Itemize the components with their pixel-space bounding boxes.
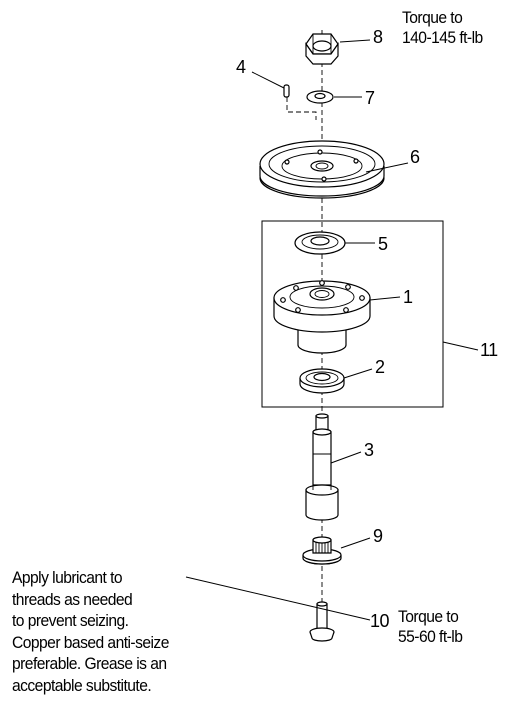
- seal-part: [294, 231, 346, 255]
- leader-1: [369, 296, 401, 301]
- bearing-part: [299, 368, 345, 394]
- leader-10: [185, 576, 371, 621]
- splined-hub-part: [302, 536, 342, 565]
- torque-note-bottom-line2: 55-60 ft-lb: [398, 627, 463, 646]
- leader-8: [339, 39, 371, 43]
- key-part: [283, 84, 317, 120]
- spindle-shaft-part: [305, 413, 339, 521]
- part-number-3: 3: [364, 440, 374, 460]
- part-number-8: 8: [373, 27, 383, 47]
- torque-note-top-line2: 140-145 ft-lb: [402, 28, 483, 47]
- torque-note-top: Torque to 140-145 ft-lb: [402, 8, 483, 48]
- bolt-part: [309, 601, 335, 642]
- pulley-part: [259, 140, 385, 199]
- leader-6: [365, 162, 409, 173]
- leader-11: [442, 341, 479, 351]
- assembly-group-box: [261, 220, 444, 408]
- lubricant-note-line: Copper based anti-seize: [12, 632, 169, 652]
- part-number-10: 10: [370, 611, 390, 631]
- part-number-6: 6: [410, 147, 420, 167]
- lubricant-note: Apply lubricant to threads as needed to …: [12, 567, 169, 696]
- part-number-4: 4: [236, 57, 246, 77]
- hex-nut-part: [305, 33, 339, 65]
- part-number-7: 7: [365, 88, 375, 108]
- torque-note-bottom: Torque to 55-60 ft-lb: [398, 607, 463, 647]
- torque-note-top-line1: Torque to: [402, 8, 463, 27]
- leader-3: [330, 451, 362, 464]
- lubricant-note-line: preferable. Grease is an: [12, 654, 167, 673]
- leader-4: [251, 71, 285, 89]
- part-number-9: 9: [373, 526, 383, 546]
- part-number-1: 1: [403, 287, 413, 307]
- lubricant-note-line: threads as needed: [12, 589, 133, 609]
- leader-2: [343, 368, 373, 379]
- washer-part: [306, 90, 334, 104]
- torque-note-bottom-line1: Torque to: [398, 607, 459, 626]
- lubricant-note-line: to prevent seizing.: [12, 611, 129, 630]
- leader-9: [340, 537, 371, 549]
- lubricant-note-line: acceptable substitute.: [12, 675, 152, 695]
- lubricant-note-line: Apply lubricant to: [12, 568, 123, 587]
- part-number-11: 11: [480, 340, 498, 360]
- spindle-housing-part: [273, 280, 371, 354]
- part-number-5: 5: [378, 234, 388, 254]
- part-number-2: 2: [375, 357, 385, 377]
